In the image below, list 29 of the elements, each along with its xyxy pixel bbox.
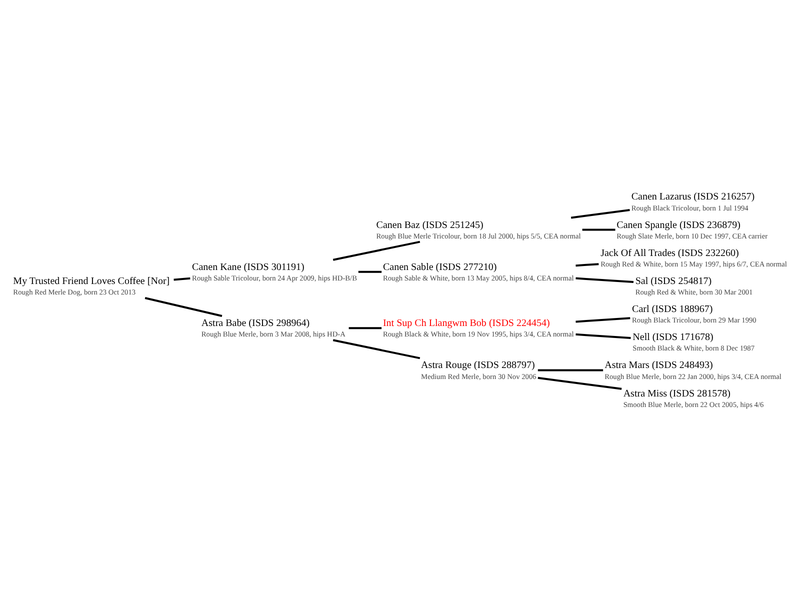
node-text: Canen Spangle (ISDS 236879) Rough Slate Merle, born 10 Dec 1997, CEA carrier <box>616 220 768 240</box>
node-text: Jack Of All Trades (ISDS 232260) Rough Red & White, born 15 May 1997, hips 6/7, CEA normal <box>600 248 787 268</box>
node-text: Astra Miss (ISDS 281578) Smooth Blue Merle, born 22 Oct 2005, hips 4/6 <box>623 388 764 409</box>
node-text: Astra Mars (ISDS 248493) Rough Blue Merle, born 22 Jan 2000, hips 3/4, CEA normal <box>604 360 782 381</box>
node-text: Nell (ISDS 171678) Smooth Black & White, born 8 Dec 1987 <box>632 332 755 353</box>
node-text: Canen Kane (ISDS 301191) Rough Sable Tricolour, born 24 Apr 2009, hips HD-B/B <box>192 262 358 282</box>
connector <box>576 333 631 340</box>
connector <box>332 240 420 261</box>
node-text: Carl (ISDS 188967) Rough Black Tricolour, born 29 Mar 1990 <box>632 304 756 325</box>
connector <box>570 209 630 219</box>
connector <box>538 369 604 372</box>
node-text: Canen Lazarus (ISDS 216257) Rough Black Tricolour, born 1 Jul 1994 <box>631 192 755 212</box>
connector <box>582 228 616 231</box>
connector <box>576 263 599 267</box>
node-text: Sal (ISDS 254817) Rough Red & White, born 30 Mar 2001 <box>635 276 753 297</box>
connector <box>576 317 630 323</box>
node-text: Canen Sable (ISDS 277210) Rough Sable & White, born 13 May 2005, hips 8/4, CEA normal <box>382 262 574 282</box>
connector <box>358 270 382 273</box>
connector <box>332 339 420 360</box>
node-text: My Trusted Friend Loves Coffee [Nor] Rough Red Merle Dog, born 23 Oct 2013 <box>13 276 170 297</box>
node-text: Astra Babe (ISDS 298964) Rough Blue Merle, born 3 Mar 2008, hips HD-A <box>201 318 346 339</box>
connector <box>538 376 622 390</box>
node-text: Canen Baz (ISDS 251245) Rough Blue Merle Tricolour, born 18 Jul 2000, hips 5/5, CEA normal <box>376 220 581 240</box>
connector <box>144 297 222 317</box>
node-text: Int Sup Ch Llangwm Bob (ISDS 224454) Rough Black & White, born 19 Nov 1995, hips 3/4, CEA normal <box>382 318 574 339</box>
connector <box>174 277 190 281</box>
connector <box>576 277 634 284</box>
connector <box>348 327 382 330</box>
node-text: Astra Rouge (ISDS 288797) Medium Red Merle, born 30 Nov 2006 <box>421 360 536 381</box>
